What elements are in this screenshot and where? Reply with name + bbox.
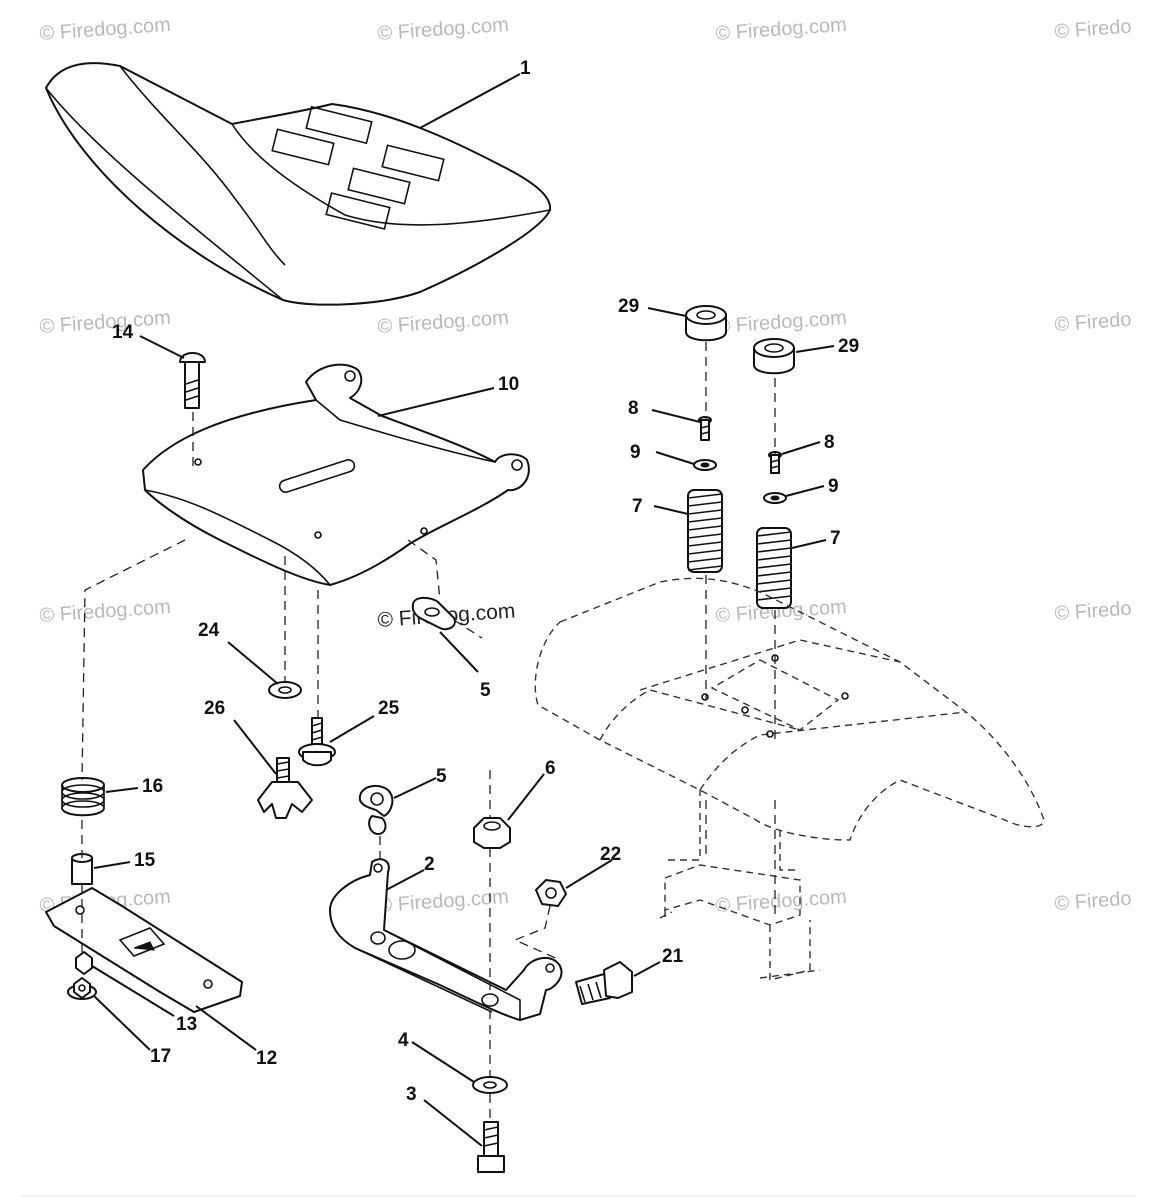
watermark-text: © Firedog.com [715, 14, 848, 45]
callout-label: 8 [628, 398, 639, 419]
washer-24 [268, 681, 302, 699]
adjustment-knob [257, 757, 313, 819]
callout-label: 4 [398, 1030, 409, 1051]
hex-bolt [477, 1121, 505, 1173]
callout-label: 9 [828, 476, 839, 497]
clevis-pin-right [768, 451, 782, 474]
callout-label: 26 [204, 698, 225, 719]
callout-label: 12 [256, 1048, 277, 1069]
callout-label: 5 [436, 766, 447, 787]
spring-clip-upper [411, 596, 456, 631]
callout-label: 14 [112, 322, 134, 343]
seat-bracket [329, 858, 563, 1021]
watermark-text: © Firedog.com [39, 307, 172, 338]
coil-spring-16 [61, 777, 105, 817]
assembly-alignment-lines [81, 342, 776, 1120]
watermark-text: © Firedo [1054, 16, 1132, 43]
tractor-frame-outline [534, 577, 1045, 981]
watermark-text: © Firedo [1054, 309, 1132, 336]
spring-cap-left [685, 305, 727, 342]
watermark-text: © Firedog.com [377, 14, 510, 45]
callout-label: 17 [150, 1046, 171, 1067]
shoulder-bolt [575, 961, 633, 1005]
watermark-text: © Firedog.com [715, 307, 848, 338]
callout-label: 7 [632, 496, 643, 517]
spacer [71, 853, 93, 885]
washer-9-right [763, 492, 787, 504]
callout-label: 9 [630, 442, 641, 463]
callout-label: 3 [406, 1084, 417, 1105]
callout-leaders [91, 73, 835, 1147]
slide-plate [45, 887, 243, 1013]
clevis-pin-left [698, 416, 712, 441]
callout-label: 22 [600, 844, 621, 865]
suspension-spring-right [756, 527, 792, 609]
seat-pan [142, 363, 530, 586]
callout-label: 5 [480, 680, 491, 701]
watermark-text: © Firedog.com [39, 596, 172, 627]
watermark-text: © Firedog.com [39, 14, 172, 45]
flange-bolt [298, 717, 336, 767]
watermark-text: © Firedog.com [377, 307, 510, 338]
callout-label: 7 [830, 528, 841, 549]
callout-label: 15 [134, 850, 156, 871]
watermark-text: © Firedo [1054, 888, 1132, 915]
callout-label: 2 [424, 854, 435, 875]
carriage-bolt [179, 352, 206, 409]
callout-label: 16 [142, 776, 163, 797]
washer-9-left [693, 459, 717, 471]
lock-nut [473, 817, 511, 849]
callout-label: 10 [498, 374, 519, 395]
hex-nut-13 [75, 951, 93, 975]
callout-label: 29 [838, 336, 859, 357]
callout-label: 29 [618, 296, 639, 317]
callout-label: 1 [520, 58, 531, 79]
spring-clip-lower [358, 784, 394, 835]
callout-label: 24 [198, 620, 220, 641]
callout-label: 13 [176, 1014, 197, 1035]
callout-labels: 1 14 10 29 29 8 8 9 9 7 7 24 26 25 5 5 1… [112, 58, 859, 1105]
callout-label: 6 [545, 758, 556, 779]
hex-nut-22 [535, 879, 567, 907]
callout-label: 21 [662, 946, 684, 967]
suspension-spring-left [687, 489, 723, 573]
callout-label: 8 [824, 432, 835, 453]
flange-nut-17 [67, 977, 97, 1000]
watermark-text: © Firedo [1054, 598, 1132, 625]
callout-label: 25 [378, 698, 400, 719]
spring-cap-right [753, 338, 795, 375]
washer-4 [472, 1076, 508, 1094]
seat [45, 62, 552, 306]
